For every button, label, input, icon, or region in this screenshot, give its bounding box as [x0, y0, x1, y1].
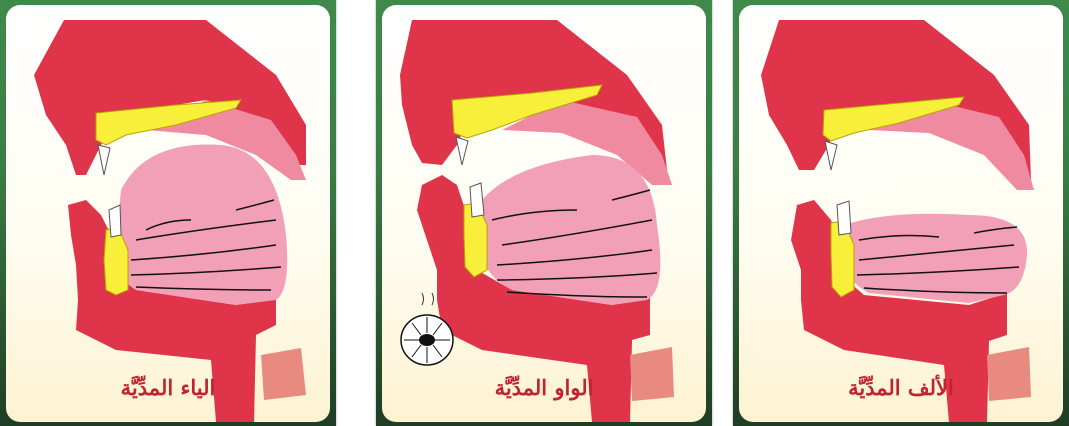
lower-tooth	[109, 205, 121, 237]
card-alif-madd: الألف المدِّيَّة	[733, 0, 1069, 426]
upper-tooth	[825, 141, 837, 170]
lower-tooth	[470, 183, 484, 217]
card-panel: الألف المدِّيَّة	[739, 5, 1063, 422]
lower-tooth	[837, 201, 851, 235]
upper-tooth	[456, 137, 468, 165]
tongue	[480, 155, 660, 305]
card-label: الياء المدِّيَّة	[6, 375, 330, 400]
mouth-cross-section-diagram	[382, 5, 706, 422]
card-label: الألف المدِّيَّة	[739, 375, 1063, 400]
mouth-cross-section-diagram	[6, 5, 330, 422]
card-label: الواو المدِّيَّة	[382, 375, 706, 400]
card-ya-madd: الياء المدِّيَّة	[0, 0, 336, 426]
upper-tooth	[98, 145, 110, 175]
mouth-cross-section-diagram	[739, 5, 1063, 422]
tongue	[115, 145, 287, 305]
card-panel: الواو المدِّيَّة	[382, 5, 706, 422]
card-waw-madd: الواو المدِّيَّة	[376, 0, 712, 426]
card-panel: الياء المدِّيَّة	[6, 5, 330, 422]
